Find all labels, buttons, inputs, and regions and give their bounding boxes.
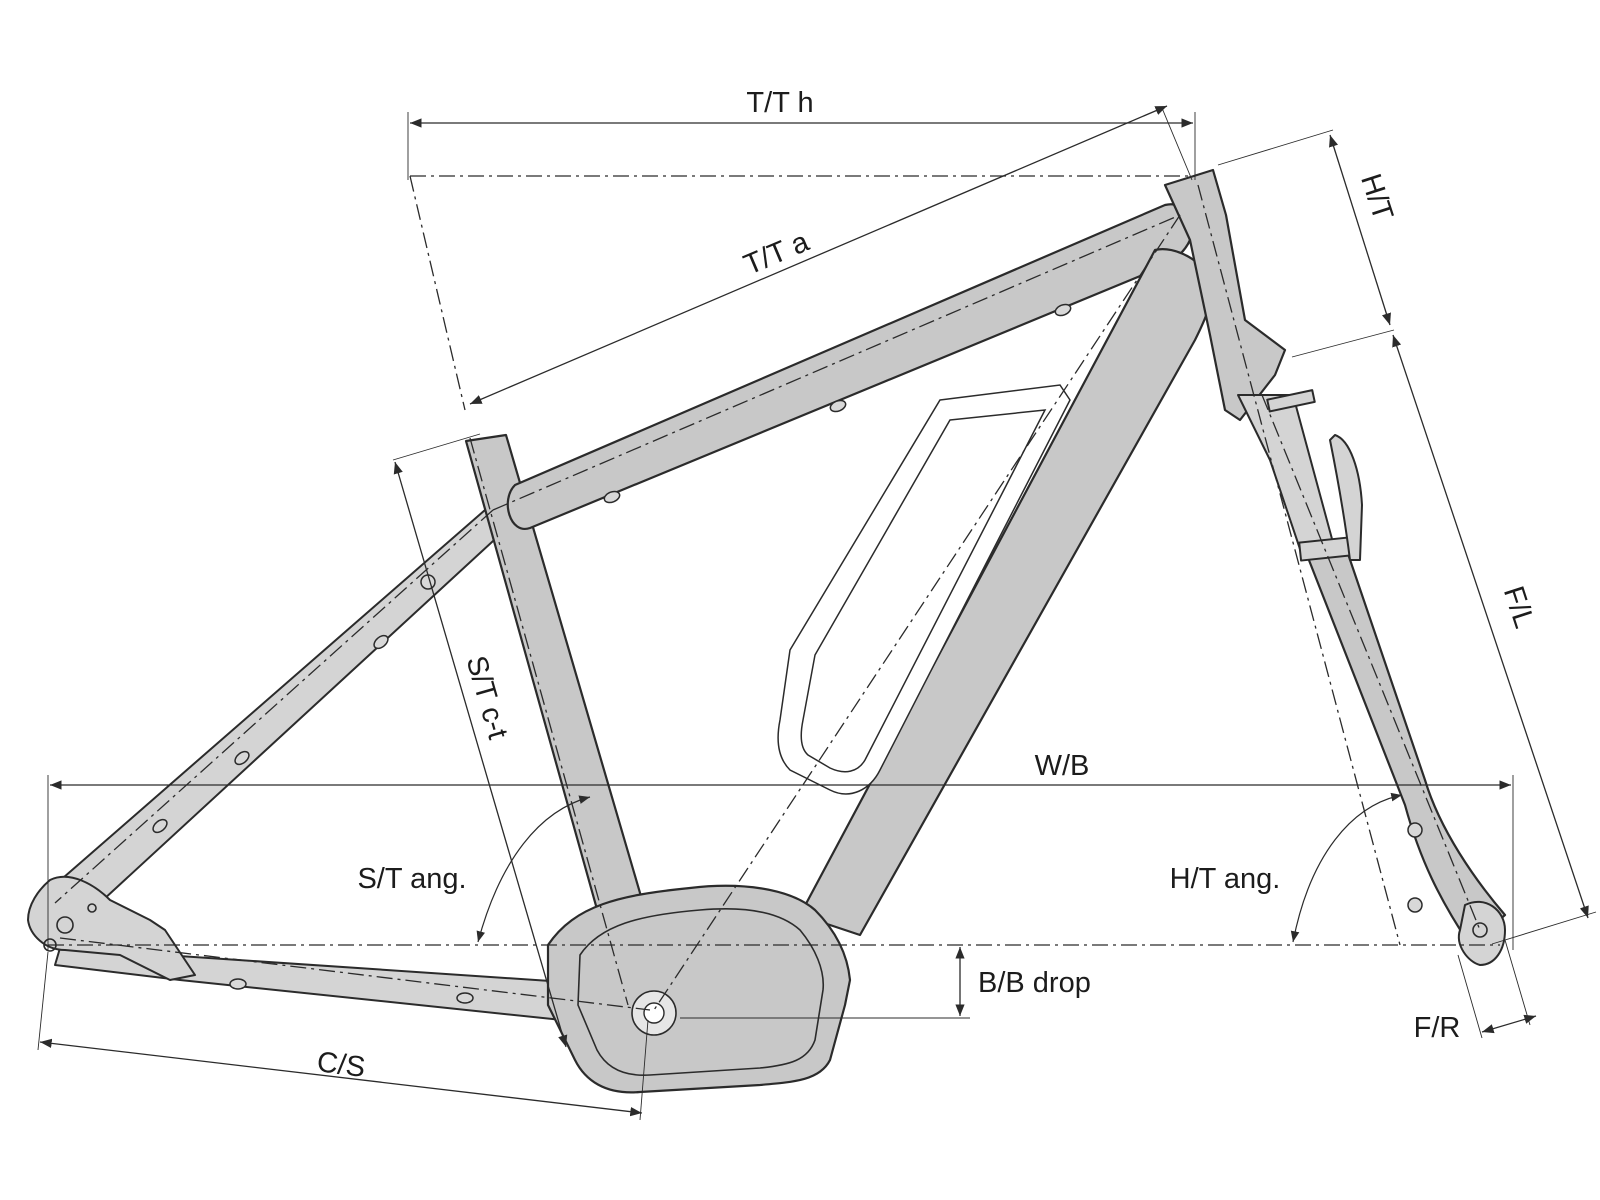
label-head-tube-angle: H/T ang. — [1170, 863, 1281, 895]
label-bb-drop: B/B drop — [978, 967, 1091, 999]
fork-boss-lower — [1407, 897, 1423, 913]
fork-steerer — [1237, 394, 1336, 556]
frame — [27, 168, 1507, 1094]
rear-dropout — [27, 875, 196, 981]
label-wheelbase: W/B — [1035, 750, 1090, 782]
seat-stay-tube — [39, 509, 506, 913]
head-tube-angle-arc — [1290, 792, 1403, 943]
label-fork-rake: F/R — [1414, 1012, 1461, 1044]
fork-rake-dimension — [1481, 1014, 1537, 1034]
tt-actual-dimension — [469, 105, 1168, 405]
label-seat-tube-ct: S/T c-t — [460, 652, 514, 742]
front-dropout — [1457, 900, 1506, 966]
fork-brace — [1329, 434, 1363, 561]
fork-length-dimension — [1392, 334, 1589, 919]
seat-tube-dimension — [393, 461, 568, 1048]
rear-axle-hole — [56, 916, 74, 934]
battery-inner — [800, 409, 1047, 773]
headset-crown-race — [1266, 389, 1316, 413]
front-axle-hole — [1472, 922, 1488, 938]
fork-boss-upper — [1407, 822, 1423, 838]
centerlines — [48, 175, 1500, 1011]
seat-tube-angle-arc — [476, 795, 591, 943]
head-tube-dimension — [1329, 134, 1391, 326]
label-seat-tube-angle: S/T ang. — [357, 863, 466, 895]
chainstay-dimension — [39, 1038, 643, 1117]
head-tube — [1163, 168, 1287, 422]
dimension-lines — [37, 105, 1597, 1121]
label-head-tube: H/T — [1354, 170, 1399, 225]
label-chainstay: C/S — [315, 1046, 367, 1084]
dropout-bolt — [87, 903, 97, 913]
motor-housing-outer — [546, 884, 852, 1094]
bottom-bracket-axle — [643, 1002, 665, 1024]
label-fork-length: F/L — [1497, 582, 1540, 632]
label-top-tube-horizontal: T/T h — [746, 87, 813, 119]
